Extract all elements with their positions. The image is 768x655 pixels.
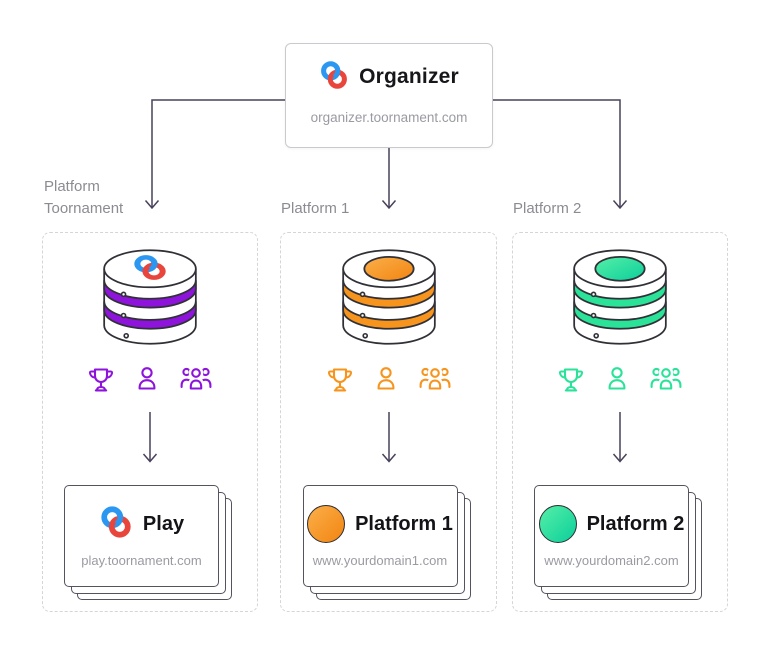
- participant-icon: [371, 364, 401, 394]
- down-arrow-icon: [142, 412, 158, 463]
- section-label-platform-toornament: Platform Toornament: [44, 178, 124, 217]
- toornament-rings-icon: [319, 60, 349, 95]
- platform-column-1: Platform 1 www.yourdomain1.com: [280, 232, 497, 612]
- app-card-stack: Play play.toornament.com: [64, 485, 236, 602]
- database-platform2-icon: [573, 249, 667, 345]
- card-domain: www.yourdomain1.com: [312, 553, 448, 568]
- card-title: Play: [142, 512, 185, 535]
- card-domain: play.toornament.com: [81, 553, 202, 568]
- card-title: Platform 1: [355, 512, 453, 535]
- card-title: Platform 2: [586, 512, 685, 535]
- team-icon: [647, 364, 685, 394]
- team-icon: [177, 364, 215, 394]
- feature-icons-row: [555, 364, 685, 394]
- feature-icons-row: [324, 364, 454, 394]
- platform-column-toornament: Play play.toornament.com: [42, 232, 258, 612]
- trophy-icon: [85, 364, 117, 394]
- database-platform1-icon: [341, 249, 436, 345]
- orange-circle-icon: [307, 505, 346, 543]
- down-arrow-icon: [612, 412, 628, 463]
- trophy-icon: [324, 364, 356, 394]
- section-label-platform-1: Platform 1: [281, 200, 350, 217]
- app-card-platform-1: Platform 1 www.yourdomain1.com: [302, 485, 458, 587]
- participant-icon: [132, 364, 162, 394]
- section-label-platform-2: Platform 2: [513, 200, 582, 217]
- team-icon: [416, 364, 454, 394]
- app-card-stack: Platform 1 www.yourdomain1.com: [302, 485, 475, 602]
- card-domain: www.yourdomain2.com: [544, 553, 679, 568]
- database-toornament-icon: [103, 249, 197, 345]
- app-card-stack: Platform 2 www.yourdomain2.com: [534, 485, 706, 602]
- app-card-play: Play play.toornament.com: [64, 485, 219, 587]
- trophy-icon: [555, 364, 587, 394]
- organizer-domain: organizer.toornament.com: [310, 110, 468, 125]
- feature-icons-row: [85, 364, 215, 394]
- platform-column-2: Platform 2 www.yourdomain2.com: [512, 232, 728, 612]
- down-arrow-icon: [381, 412, 396, 463]
- participant-icon: [602, 364, 632, 394]
- organizer-box: Organizer organizer.toornament.com: [285, 43, 493, 148]
- green-circle-icon: [538, 505, 577, 543]
- toornament-rings-icon: [99, 505, 133, 544]
- app-card-platform-2: Platform 2 www.yourdomain2.com: [534, 485, 689, 587]
- organizer-title: Organizer: [359, 65, 459, 88]
